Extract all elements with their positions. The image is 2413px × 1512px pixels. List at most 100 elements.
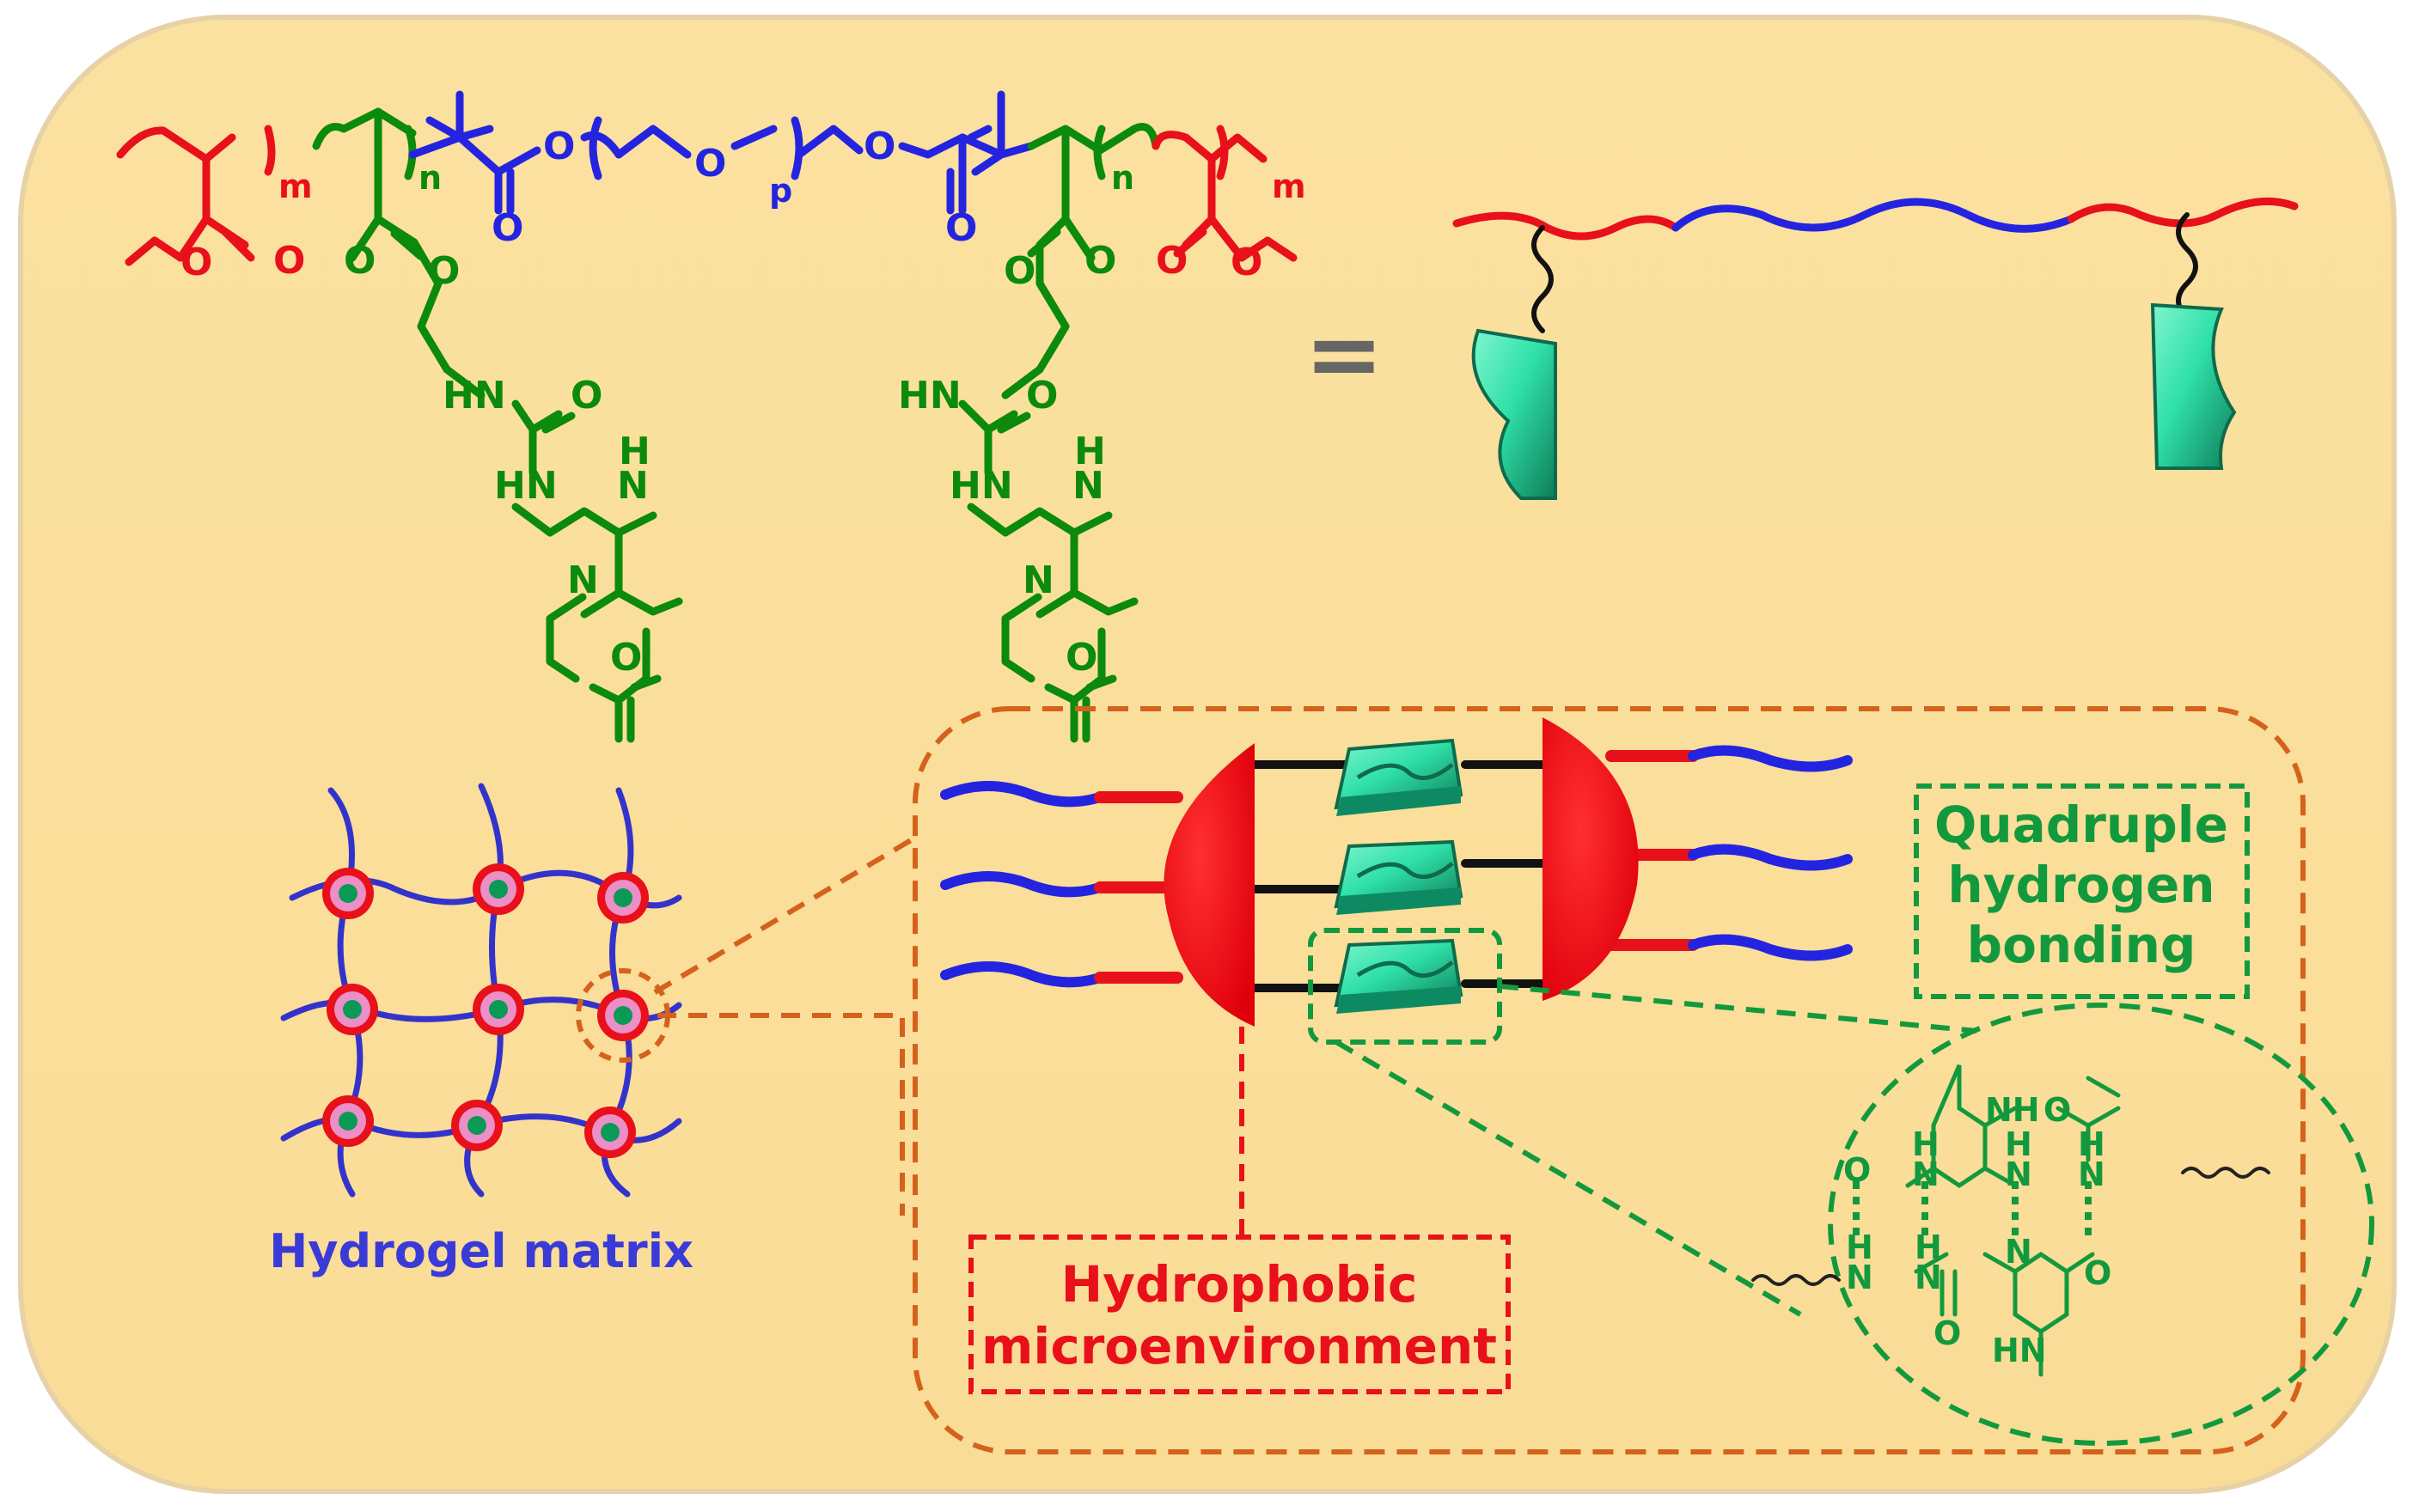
dimer-o-right: O [2084, 1254, 2111, 1292]
left-phema-upy-block [312, 107, 683, 743]
cartoon-left-red-segment [1452, 211, 1680, 241]
center-sub-p: p [769, 172, 792, 210]
dimer-n6: N [2005, 1233, 2032, 1271]
upy-dimer-structure [1751, 1064, 2270, 1377]
center-o-right-carbonyl: O [945, 206, 977, 250]
upy-dimer-tiles [1334, 738, 1463, 1014]
right-urea-hn: HN [898, 374, 962, 418]
crosslink-node [322, 1095, 374, 1147]
left-ring-n-h: N [617, 464, 649, 508]
dimer-o-left: O [1843, 1151, 1871, 1189]
left-chain-2-peg [940, 871, 1105, 898]
zoom-leaders [653, 835, 917, 1216]
center-o-peg: O [694, 142, 726, 186]
right-side-ester-o2: O [1084, 239, 1116, 283]
cartoon-left-upy-tile [1471, 328, 1557, 500]
green-leaders [1335, 984, 1977, 1317]
quadruple-line-3: bonding [1967, 916, 2196, 974]
center-o-left: O [543, 125, 575, 168]
hydrophobic-line-1: Hydrophobic [1061, 1255, 1418, 1314]
right-ring-h: H [1074, 430, 1106, 473]
crosslink-node [322, 868, 374, 919]
polymer-structure [116, 90, 1298, 743]
crosslink-node [473, 984, 524, 1035]
dimer-n5: N [1915, 1259, 1942, 1296]
cartoon-right-linker [2176, 212, 2198, 320]
right-ring-n-h: N [1072, 464, 1104, 508]
equals-sign: = [1304, 299, 1384, 409]
hydrogel-matrix-label: Hydrogel matrix [269, 1224, 693, 1278]
crosslink-node [597, 872, 649, 924]
dimer-h5: H [1915, 1228, 1942, 1266]
right-phema-upy-block [958, 123, 1160, 743]
right-chain-2-peg [1688, 844, 1853, 871]
upy-tile-1 [1334, 738, 1463, 816]
quadruple-label-box [1914, 783, 2250, 999]
quadruple-label: Quadruple hydrogen bonding [1934, 796, 2228, 974]
right-ester-o-single: O [1231, 241, 1262, 284]
dimer-n2: N [2005, 1155, 2032, 1193]
crosslink-node [473, 863, 524, 915]
dimer-nh-top: NH [1985, 1091, 2040, 1129]
hydrophobic-domain-right [1542, 717, 1639, 1001]
cartoon-peg-segment [1671, 198, 2075, 233]
left-side-ester-o: O [344, 239, 376, 283]
quadruple-line-2: hydrogen [1947, 856, 2214, 914]
right-pmma-block [1152, 125, 1298, 262]
right-chain-3-peg [1688, 934, 1853, 961]
left-chain-3-peg [940, 961, 1105, 988]
dimer-h2: H [2005, 1125, 2032, 1163]
center-o-left-carbonyl: O [492, 206, 523, 250]
dimer-n3: N [2078, 1155, 2105, 1193]
right-ring-o: O [1066, 636, 1097, 680]
cartoon-polymer [1452, 197, 2299, 333]
right-urea-o: O [1026, 374, 1058, 418]
dimer-h4: H [1846, 1228, 1873, 1266]
micelle-assembly [940, 745, 1853, 992]
right-hn2: HN [950, 464, 1013, 508]
right-ester-o-double: O [1156, 239, 1188, 283]
dimer-o-top: O [2043, 1091, 2071, 1129]
dimer-hn-bottom: HN [1992, 1332, 2047, 1369]
cartoon-upy-units [1471, 302, 2237, 500]
peg-center-block [408, 90, 1035, 215]
crosslink-nodes [322, 863, 649, 1158]
hydrophobic-label-box [968, 1235, 1511, 1394]
crosslink-node [451, 1100, 503, 1151]
cartoon-left-linker [1531, 225, 1554, 333]
dimer-n4: N [1846, 1259, 1873, 1296]
upy-tile-2 [1334, 839, 1463, 915]
upy-tile-3 [1334, 938, 1463, 1014]
left-sub-n: n [418, 159, 442, 197]
cartoon-right-upy-tile [2150, 302, 2237, 470]
dimer-o-bottom: O [1933, 1314, 1961, 1352]
right-sub-n: n [1111, 159, 1134, 197]
right-side-ester-o: O [1004, 249, 1035, 293]
hydrophobic-label: Hydrophobic microenvironment [981, 1255, 1497, 1375]
quadruple-line-1: Quadruple [1934, 796, 2228, 854]
dimer-h3: H [2078, 1125, 2105, 1163]
dimer-h1: H [1912, 1125, 1940, 1163]
zoom-detail-box [913, 706, 2306, 1454]
left-urea-hn: HN [443, 374, 506, 418]
right-chain-1-peg [1688, 745, 1853, 772]
right-sub-m: m [1272, 168, 1306, 205]
left-ester-o-single: O [180, 241, 212, 284]
upy-dimer-labels: NH O O H N H N H N H N H N N O O HN [1843, 1091, 2111, 1369]
left-ring-n: N [567, 558, 599, 602]
center-o-right: O [864, 125, 895, 168]
left-ring-o: O [610, 636, 642, 680]
left-sub-m: m [278, 168, 313, 205]
left-ester-o-double: O [273, 239, 305, 283]
dimer-n1: N [1912, 1155, 1940, 1193]
left-chain-1-peg [940, 781, 1105, 808]
hydrophobic-domain-left [1164, 743, 1255, 1027]
hbond-dashes [1853, 1181, 2092, 1237]
left-ring-h: H [619, 430, 651, 473]
left-urea-o: O [571, 374, 602, 418]
polymer-labels: m n O O O O HN O HN H N N O O O O p O O … [180, 125, 1306, 680]
left-pmma-block [116, 125, 276, 266]
crosslink-node [584, 1107, 636, 1158]
